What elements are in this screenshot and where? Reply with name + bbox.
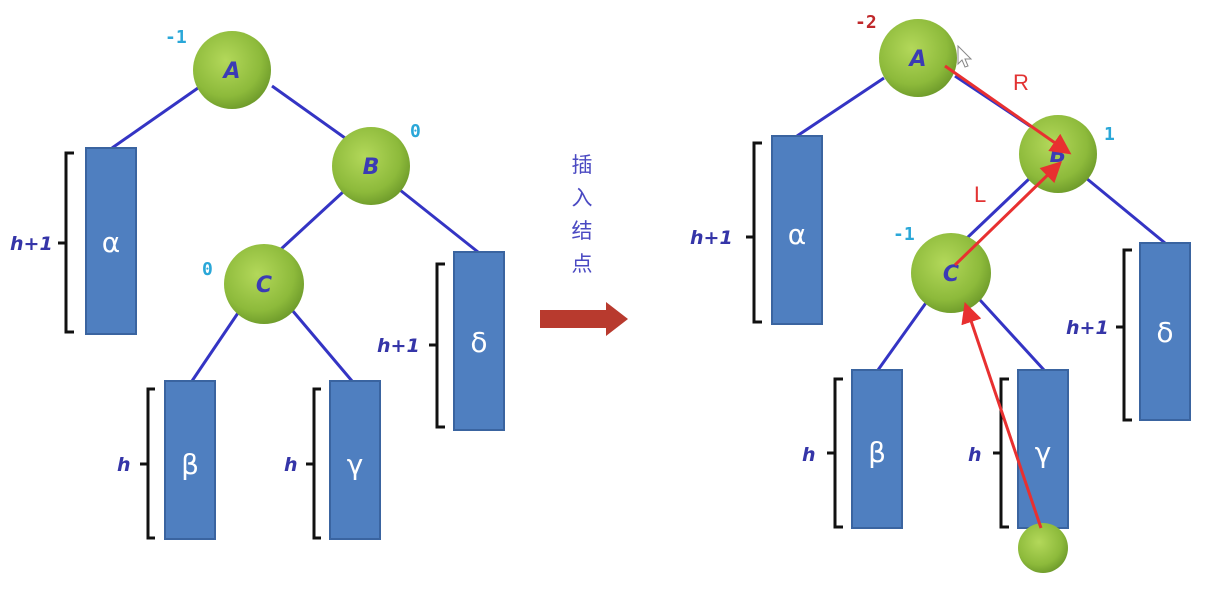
subtree-gamma-after-label: γ [1035, 436, 1052, 469]
edge-c-gamma [290, 309, 354, 382]
rotation-arrow-a-b [944, 64, 1072, 155]
height-beta: h [117, 454, 131, 476]
transition: 插 入 结 点 [540, 153, 628, 336]
bracket-alpha [64, 151, 74, 334]
subtree-delta-after-label: δ [1156, 316, 1173, 349]
rotation-label-l: L [974, 182, 986, 207]
subtree-beta-label: β [181, 448, 199, 481]
node-c [224, 244, 304, 324]
caption-char-4: 点 [572, 252, 593, 276]
height-alpha-after: h+1 [690, 227, 733, 249]
rotation-arrow-c-b [953, 161, 1063, 267]
subtree-beta-after [851, 369, 903, 529]
height-beta-after: h [802, 444, 816, 466]
node-a-label: A [221, 59, 240, 84]
subtree-beta-after-label: β [868, 436, 886, 469]
subtree-alpha-after-label: α [788, 218, 806, 251]
edge-b2-delta [1085, 176, 1166, 245]
subtree-alpha [85, 147, 137, 335]
subtree-alpha-label: α [102, 226, 120, 259]
edge-b-delta [399, 188, 479, 254]
height-alpha: h+1 [10, 233, 53, 255]
rotation-label-r: R [1013, 70, 1029, 95]
transition-arrow-icon [540, 302, 628, 336]
edge-b-c [278, 190, 345, 252]
bracket-gamma [312, 387, 321, 540]
subtree-beta [164, 380, 216, 540]
cursor-icon [957, 44, 973, 68]
caption-char-2: 入 [572, 186, 593, 210]
tree-after: α β γ δ h+1 h h h+1 A B C -2 1 -1 [690, 12, 1191, 573]
bracket-alpha-after [752, 141, 762, 324]
subtree-gamma [329, 380, 381, 540]
balance-c: 0 [202, 259, 213, 280]
node-b [332, 127, 410, 205]
bracket-delta-after [1122, 248, 1132, 422]
balance-a: -1 [165, 27, 187, 48]
tree-before: α β γ δ h+1 h h h+1 A B C -1 0 0 [10, 27, 505, 540]
node-c-after-label: C [943, 262, 959, 287]
height-delta: h+1 [377, 335, 420, 357]
bracket-beta-after [833, 377, 843, 529]
node-c-after [911, 233, 991, 313]
height-gamma: h [284, 454, 298, 476]
edge-a2-alpha [796, 76, 885, 138]
subtree-alpha-after [771, 135, 823, 325]
bracket-beta [146, 387, 155, 540]
subtree-gamma-label: γ [347, 448, 364, 481]
subtree-delta-label: δ [470, 326, 487, 359]
edge-c-beta [190, 309, 242, 382]
subtree-delta [453, 251, 505, 431]
edge-a-alpha [111, 86, 199, 150]
rotation-arrow-new-c [961, 302, 1043, 529]
edge-c2-beta [876, 299, 930, 371]
node-a [193, 31, 271, 109]
bracket-delta [435, 262, 445, 429]
subtree-gamma-after [1017, 369, 1069, 529]
height-gamma-after: h [968, 444, 982, 466]
caption-char-1: 插 [572, 153, 593, 177]
balance-b-after: 1 [1104, 124, 1115, 145]
bracket-gamma-after [999, 377, 1009, 529]
caption-char-3: 结 [572, 219, 593, 243]
node-a-after [879, 19, 957, 97]
balance-c-after: -1 [893, 224, 915, 245]
edge-b2-c2 [965, 176, 1032, 240]
inserted-node [1018, 523, 1068, 573]
node-c-label: C [256, 273, 272, 298]
edge-c2-gamma [978, 298, 1046, 372]
balance-b: 0 [410, 121, 421, 142]
node-a-after-label: A [907, 47, 926, 72]
node-b-label: B [363, 155, 380, 180]
subtree-delta-after [1139, 242, 1191, 421]
balance-a-after: -2 [855, 12, 877, 33]
edge-a-b [271, 84, 346, 140]
height-delta-after: h+1 [1066, 317, 1109, 339]
